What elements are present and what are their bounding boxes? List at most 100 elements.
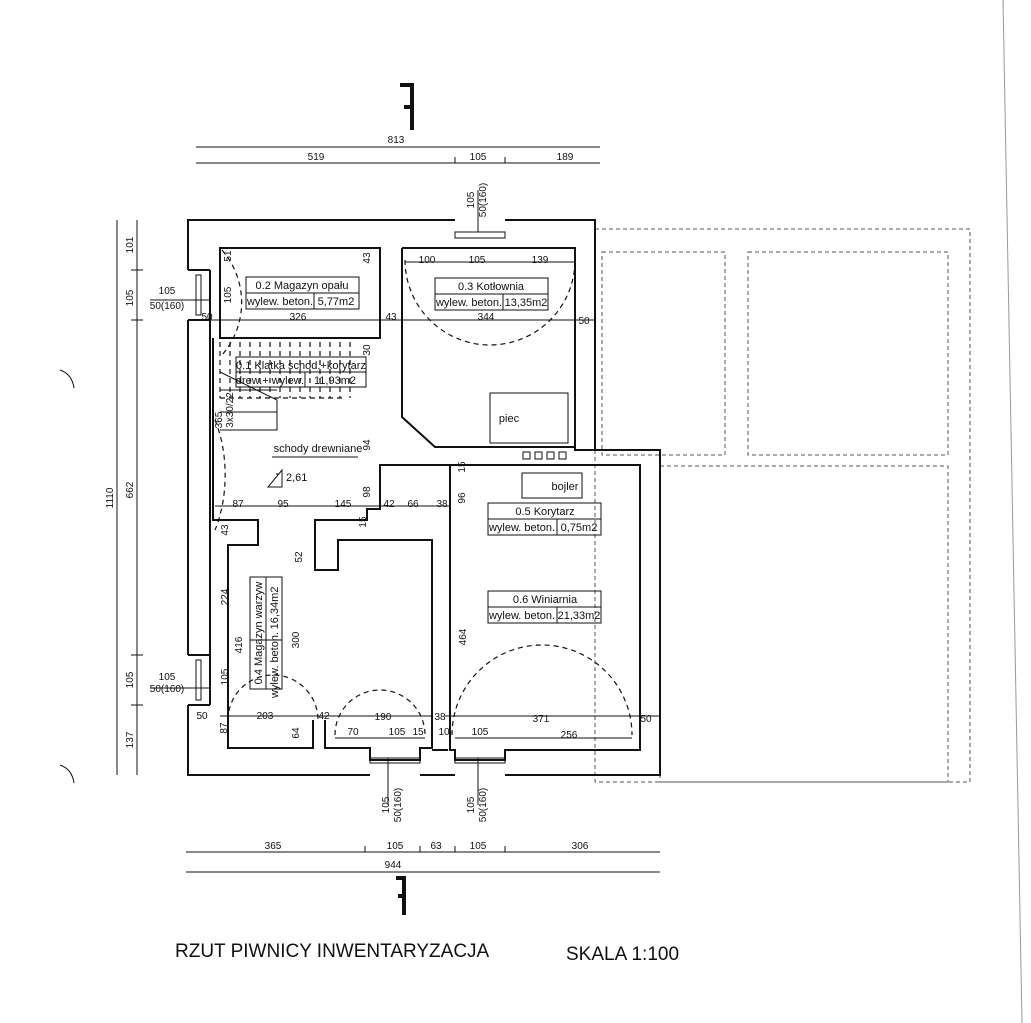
svg-text:0.5 Korytarz: 0.5 Korytarz (515, 506, 574, 518)
svg-text:371: 371 (533, 714, 550, 725)
level-value: 2,61 (286, 472, 307, 484)
window-height: 50(160) (393, 788, 404, 822)
svg-text:drew.+ wylew.: drew.+ wylew. (236, 375, 304, 387)
svg-text:139: 139 (532, 255, 549, 266)
window-width: 105 (466, 191, 477, 208)
svg-text:326: 326 (290, 312, 307, 323)
svg-text:64: 64 (291, 727, 302, 739)
svg-text:15: 15 (358, 516, 369, 528)
svg-text:256: 256 (561, 730, 578, 741)
svg-text:52: 52 (294, 551, 305, 563)
svg-text:42: 42 (383, 499, 395, 510)
inner-dimensions: 100 105 139 51 105 43 50 326 43 344 50 3… (196, 250, 652, 741)
svg-text:70: 70 (347, 727, 359, 738)
stairs-label: schody drewniane (274, 443, 363, 455)
furnace-label: piec (499, 413, 520, 425)
stair-dimension-2: 365 (214, 411, 225, 428)
window-width: 105 (159, 672, 176, 683)
dim-top-1: 519 (308, 152, 325, 163)
window-width: 105 (466, 796, 477, 813)
svg-text:145: 145 (335, 499, 352, 510)
svg-text:100: 100 (419, 255, 436, 266)
svg-text:21,33m2: 21,33m2 (558, 610, 601, 622)
svg-text:0.2 Magazyn opału: 0.2 Magazyn opału (256, 280, 349, 292)
svg-text:94: 94 (362, 439, 373, 451)
stair-dimension: 3x30/22 (225, 392, 236, 428)
window-height: 50(160) (478, 788, 489, 822)
dim-bottom-1: 365 (265, 841, 282, 852)
svg-text:105: 105 (469, 255, 486, 266)
drawing-scale: SKALA 1:100 (566, 944, 679, 965)
dim-bottom-total: 944 (385, 860, 402, 871)
svg-text:105: 105 (220, 668, 231, 685)
svg-text:11,93m2: 11,93m2 (314, 375, 356, 387)
svg-text:0.1 Klatka schod.+korytarz: 0.1 Klatka schod.+korytarz (236, 360, 366, 372)
window-height: 50(160) (150, 301, 184, 312)
svg-text:5,77m2: 5,77m2 (318, 296, 355, 308)
svg-text:105: 105 (472, 727, 489, 738)
vents (522, 451, 567, 460)
svg-text:43: 43 (385, 312, 397, 323)
furnace-box (489, 392, 569, 444)
boiler-label: bojler (552, 481, 579, 493)
dim-left-2: 105 (125, 289, 136, 306)
svg-text:105: 105 (223, 286, 234, 303)
dim-left-mid: 662 (125, 481, 136, 498)
dim-top-total: 813 (388, 135, 405, 146)
svg-text:43: 43 (362, 252, 373, 264)
svg-text:wylew. beton.: wylew. beton. (488, 522, 555, 534)
svg-text:300: 300 (291, 631, 302, 648)
svg-text:416: 416 (234, 636, 245, 653)
svg-text:15: 15 (457, 461, 468, 473)
section-marker-top (400, 83, 414, 130)
svg-text:190: 190 (375, 712, 392, 723)
svg-text:464: 464 (458, 628, 469, 645)
window-width: 105 (381, 796, 392, 813)
dim-left-1: 101 (125, 236, 136, 253)
dim-top-2: 105 (470, 152, 487, 163)
room-label-0-2: 0.2 Magazyn opału wylew. beton. 5,77m2 (245, 276, 360, 310)
svg-text:0.3 Kotłownia: 0.3 Kotłownia (458, 281, 525, 293)
svg-text:50: 50 (640, 714, 652, 725)
svg-text:wylew. beton.: wylew. beton. (246, 296, 313, 308)
window-height: 50(160) (478, 183, 489, 217)
dim-bottom-2: 105 (387, 841, 404, 852)
dimension-lines (116, 146, 660, 873)
level-marker-icon (266, 468, 283, 488)
svg-text:13,35m2: 13,35m2 (505, 297, 548, 309)
svg-text:30: 30 (362, 344, 373, 356)
boiler-box (521, 472, 583, 499)
room-label-0-6: 0.6 Winiarnia wylew. beton. 21,33m2 (487, 590, 602, 624)
svg-text:50: 50 (201, 312, 213, 323)
drawing-title: RZUT PIWNICY INWENTARYZACJA (175, 941, 490, 962)
svg-text:105: 105 (389, 727, 406, 738)
room-label-0-4: 0.4 Magazyn warzyw wylew. beton. 16,34m2 (249, 576, 283, 699)
svg-text:0.6 Winiarnia: 0.6 Winiarnia (513, 594, 578, 606)
room-label-0-3: 0.3 Kotłownia wylew. beton. 13,35m2 (434, 277, 549, 311)
binder-holes (59, 369, 75, 784)
svg-text:98: 98 (362, 486, 373, 498)
svg-text:0.4 Magazyn warzyw: 0.4 Magazyn warzyw (253, 582, 265, 685)
svg-text:50: 50 (578, 316, 590, 327)
room-label-0-1: 0.1 Klatka schod.+korytarz drew.+ wylew.… (235, 356, 367, 388)
svg-text:38: 38 (436, 499, 448, 510)
svg-text:38: 38 (434, 712, 446, 723)
dim-left-3: 105 (125, 671, 136, 688)
svg-text:16,34m2: 16,34m2 (269, 587, 281, 630)
window-width: 105 (159, 286, 176, 297)
svg-text:87: 87 (232, 499, 244, 510)
svg-text:50: 50 (196, 711, 208, 722)
dim-bottom-5: 306 (572, 841, 589, 852)
window-height: 50(160) (150, 684, 184, 695)
dim-left-total: 1110 (105, 487, 116, 508)
svg-text:66: 66 (407, 499, 419, 510)
svg-text:87: 87 (219, 722, 230, 734)
room-label-0-5: 0.5 Korytarz wylew. beton. 0,75m2 (487, 502, 602, 536)
svg-text:wylew. beton.: wylew. beton. (269, 632, 281, 699)
svg-text:15: 15 (412, 727, 424, 738)
svg-text:224: 224 (220, 588, 231, 605)
dim-bottom-4: 105 (470, 841, 487, 852)
svg-text:43: 43 (220, 524, 231, 536)
svg-text:42: 42 (318, 711, 330, 722)
